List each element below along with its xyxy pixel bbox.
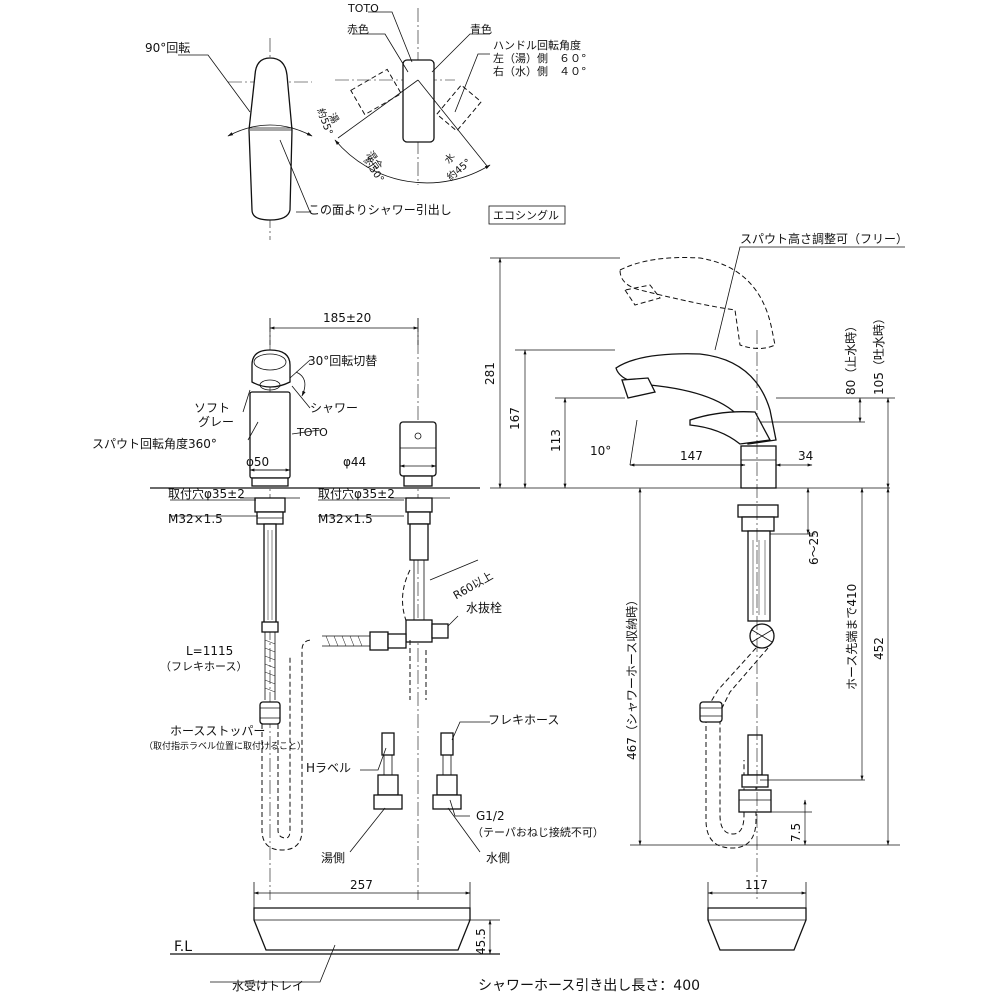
dim-185: 185±20 bbox=[323, 311, 371, 325]
tray-side bbox=[707, 882, 807, 951]
dim-6-25: 6～25 bbox=[807, 530, 821, 565]
dim-10-deg: 10° bbox=[590, 444, 611, 458]
dim-257: 257 bbox=[350, 878, 373, 892]
side-view-faucet bbox=[490, 246, 905, 900]
footer-pullout-length: シャワーホース引き出し長さ：400 bbox=[478, 978, 700, 994]
shower-label: シャワー bbox=[310, 401, 358, 415]
handle-angle-view bbox=[334, 8, 491, 185]
switch-30-label: 30°回転切替 bbox=[308, 354, 377, 368]
tray-label: 水受けトレイ bbox=[232, 979, 304, 993]
front-view-valve bbox=[322, 421, 490, 853]
toto-top-label: TOTO bbox=[347, 2, 379, 15]
pull-out-face-label: この面よりシャワー引出し bbox=[308, 203, 452, 217]
hose-stopper-label: ホースストッパー bbox=[170, 724, 265, 738]
drain-plug-label: 水抜栓 bbox=[466, 600, 502, 615]
rotation-90-label: 90°回転 bbox=[145, 41, 190, 55]
hot-side-label: 湯側 bbox=[321, 851, 345, 865]
m32-left-label: M32×1.5 bbox=[168, 512, 223, 526]
dim-147: 147 bbox=[680, 449, 703, 463]
blue-label: 青色 bbox=[470, 22, 492, 36]
spout-rotation-label: スパウト回転角度360° bbox=[92, 436, 217, 451]
h-label: Hラベル bbox=[306, 761, 351, 775]
flex-hose-paren-label: （フレキホース） bbox=[160, 660, 247, 673]
dim-34: 34 bbox=[798, 449, 813, 463]
dim-45-5: 45.5 bbox=[474, 928, 488, 955]
hole-right-label: 取付穴φ35±2 bbox=[318, 486, 395, 501]
dim-467: 467（シャワーホース収納時） bbox=[625, 594, 639, 760]
flex-hose-label: フレキホース bbox=[488, 713, 559, 727]
dim-105: 105（吐水時） bbox=[872, 312, 886, 395]
dim-452: 452 bbox=[872, 637, 886, 660]
stopper-note-label: （取付指示ラベル位置に取付けること） bbox=[144, 740, 306, 752]
hose-length-label: L=1115 bbox=[186, 644, 233, 658]
handle-top-view bbox=[178, 38, 313, 240]
dim-113: 113 bbox=[549, 429, 563, 452]
phi44-label: φ44 bbox=[343, 455, 366, 469]
handle-angle-right: 右（水）側 ４０° bbox=[493, 64, 587, 78]
taper-note-label: （テーパおねじ接続不可） bbox=[472, 825, 604, 839]
handle-angle-title: ハンドル回転角度 bbox=[493, 38, 581, 52]
water-label: 水 bbox=[442, 151, 458, 166]
front-view-faucet bbox=[150, 318, 480, 900]
eco-single-label: エコシングル bbox=[493, 208, 559, 222]
dim-167: 167 bbox=[508, 407, 522, 430]
dim-7-5: 7.5 bbox=[789, 823, 803, 842]
soft-label: ソフト bbox=[194, 401, 230, 415]
g12-label: G1/2 bbox=[476, 809, 505, 823]
water-side-label: 水側 bbox=[486, 851, 510, 865]
gray-label: グレー bbox=[198, 415, 234, 429]
handle-angle-left: 左（湯）側 ６０° bbox=[493, 52, 587, 65]
spout-height-label: スパウト高さ調整可（フリー） bbox=[740, 231, 908, 246]
tray-front bbox=[170, 882, 500, 983]
fl-label: F.L bbox=[174, 939, 192, 955]
phi50-label: φ50 bbox=[246, 455, 269, 469]
r60-label: R60以上 bbox=[451, 569, 495, 602]
hole-left-label: 取付穴φ35±2 bbox=[168, 486, 245, 501]
red-label: 赤色 bbox=[347, 22, 369, 36]
hose-tip-label: ホース先端まで410 bbox=[845, 584, 859, 690]
dim-281: 281 bbox=[483, 362, 497, 385]
dim-80: 80（止水時） bbox=[844, 320, 858, 395]
eco-single-box bbox=[488, 205, 566, 225]
m32-right-label: M32×1.5 bbox=[318, 512, 373, 526]
toto-front-label: TOTO bbox=[296, 426, 328, 439]
dim-117: 117 bbox=[745, 878, 768, 892]
